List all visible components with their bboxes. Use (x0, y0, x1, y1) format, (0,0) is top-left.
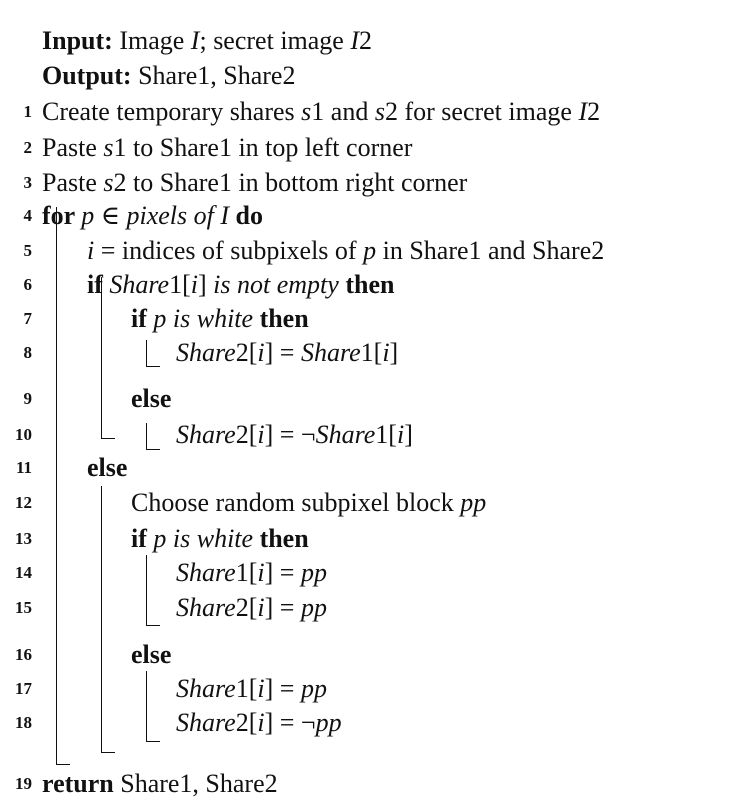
input-label: Input: (42, 26, 113, 55)
then-block-foot (101, 438, 115, 439)
line-number: 3 (23, 173, 33, 192)
line-number: 4 (23, 206, 33, 225)
line-number: 1 (23, 102, 33, 121)
line-number: 12 (15, 493, 32, 512)
for-block-foot (56, 764, 70, 765)
line-text: Choose random subpixel block pp (131, 488, 487, 517)
line-number: 9 (23, 389, 33, 408)
line-text: else (87, 453, 128, 482)
else-block-bar (101, 486, 102, 752)
line-text: Create temporary shares s1 and s2 for se… (42, 97, 601, 126)
else-block-foot (101, 752, 115, 753)
line-number: 17 (15, 679, 32, 698)
line-text: Share2[i] = ¬Share1[i] (176, 420, 413, 449)
line-number: 18 (15, 713, 32, 732)
line-text: Share2[i] = ¬pp (176, 708, 342, 737)
if-white-bar-1 (146, 340, 147, 366)
line-number: 19 (15, 774, 32, 793)
else-foot-1 (146, 449, 160, 450)
then-block-bar (101, 277, 102, 438)
line-number: 13 (15, 529, 32, 548)
if-white-bar-2 (146, 555, 147, 625)
line-number: 5 (23, 241, 33, 260)
line-number: 2 (23, 138, 33, 157)
if-white-foot-1 (146, 366, 160, 367)
line-number: 15 (15, 598, 32, 617)
line-text: if Share1[i] is not empty then (87, 270, 395, 299)
line-text: return Share1, Share2 (42, 769, 278, 798)
line-text: else (131, 384, 172, 413)
line-text: for p ∈ pixels of I do (42, 201, 263, 230)
output-text: Share1, Share2 (138, 61, 296, 90)
line-text: Share2[i] = Share1[i] (176, 338, 399, 367)
line-text: else (131, 640, 172, 669)
else-bar-2 (146, 671, 147, 741)
line-text: Paste s2 to Share1 in bottom right corne… (42, 168, 468, 197)
line-text: Share1[i] = pp (176, 674, 327, 703)
line-text: Share2[i] = pp (176, 593, 327, 622)
line-text: i = indices of subpixels of p in Share1 … (87, 236, 605, 265)
line-number: 8 (23, 343, 33, 362)
line-text: Paste s1 to Share1 in top left corner (42, 133, 413, 162)
line-number: 7 (23, 309, 33, 328)
line-number: 6 (23, 275, 33, 294)
else-foot-2 (146, 741, 160, 742)
output-label: Output: (42, 61, 132, 90)
line-text: if p is white then (131, 304, 309, 333)
line-number: 14 (15, 563, 32, 582)
for-block-bar (56, 207, 57, 764)
line-text: if p is white then (131, 524, 309, 553)
else-bar-1 (146, 423, 147, 449)
line-text: Share1[i] = pp (176, 558, 327, 587)
line-number: 11 (15, 458, 32, 477)
line-number: 10 (15, 425, 32, 444)
line-number: 16 (15, 645, 32, 664)
if-white-foot-2 (146, 625, 160, 626)
